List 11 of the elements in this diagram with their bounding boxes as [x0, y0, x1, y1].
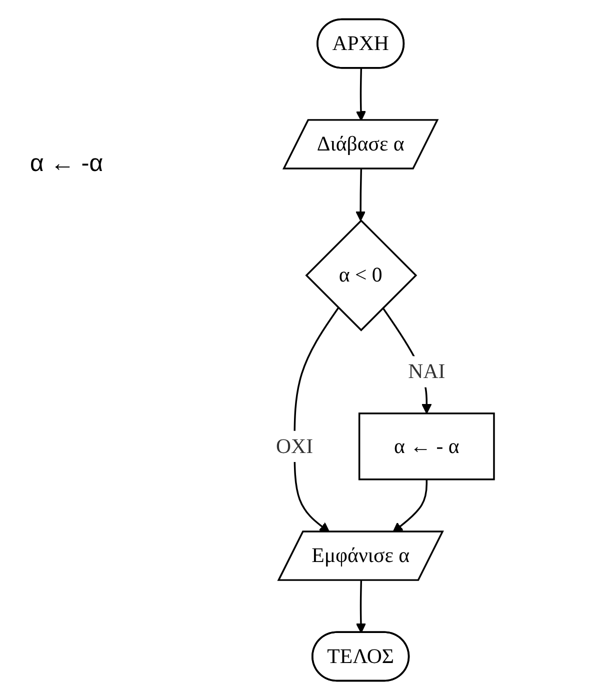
arrow — [356, 68, 366, 121]
terminal-oval: ΑΡΧΗ — [316, 18, 405, 69]
note-text: α ← -α — [30, 150, 104, 178]
arrow — [392, 479, 428, 532]
arrow — [356, 580, 366, 634]
decision-diamond: α < 0 — [305, 219, 418, 332]
io-parallelogram: Εμφάνισε α — [277, 530, 444, 581]
arrow — [356, 169, 366, 222]
process-box: α ← - α — [358, 412, 495, 480]
terminal-oval: ΤΕΛΟΣ — [312, 631, 410, 682]
io-parallelogram: Διάβασε α — [282, 119, 439, 170]
